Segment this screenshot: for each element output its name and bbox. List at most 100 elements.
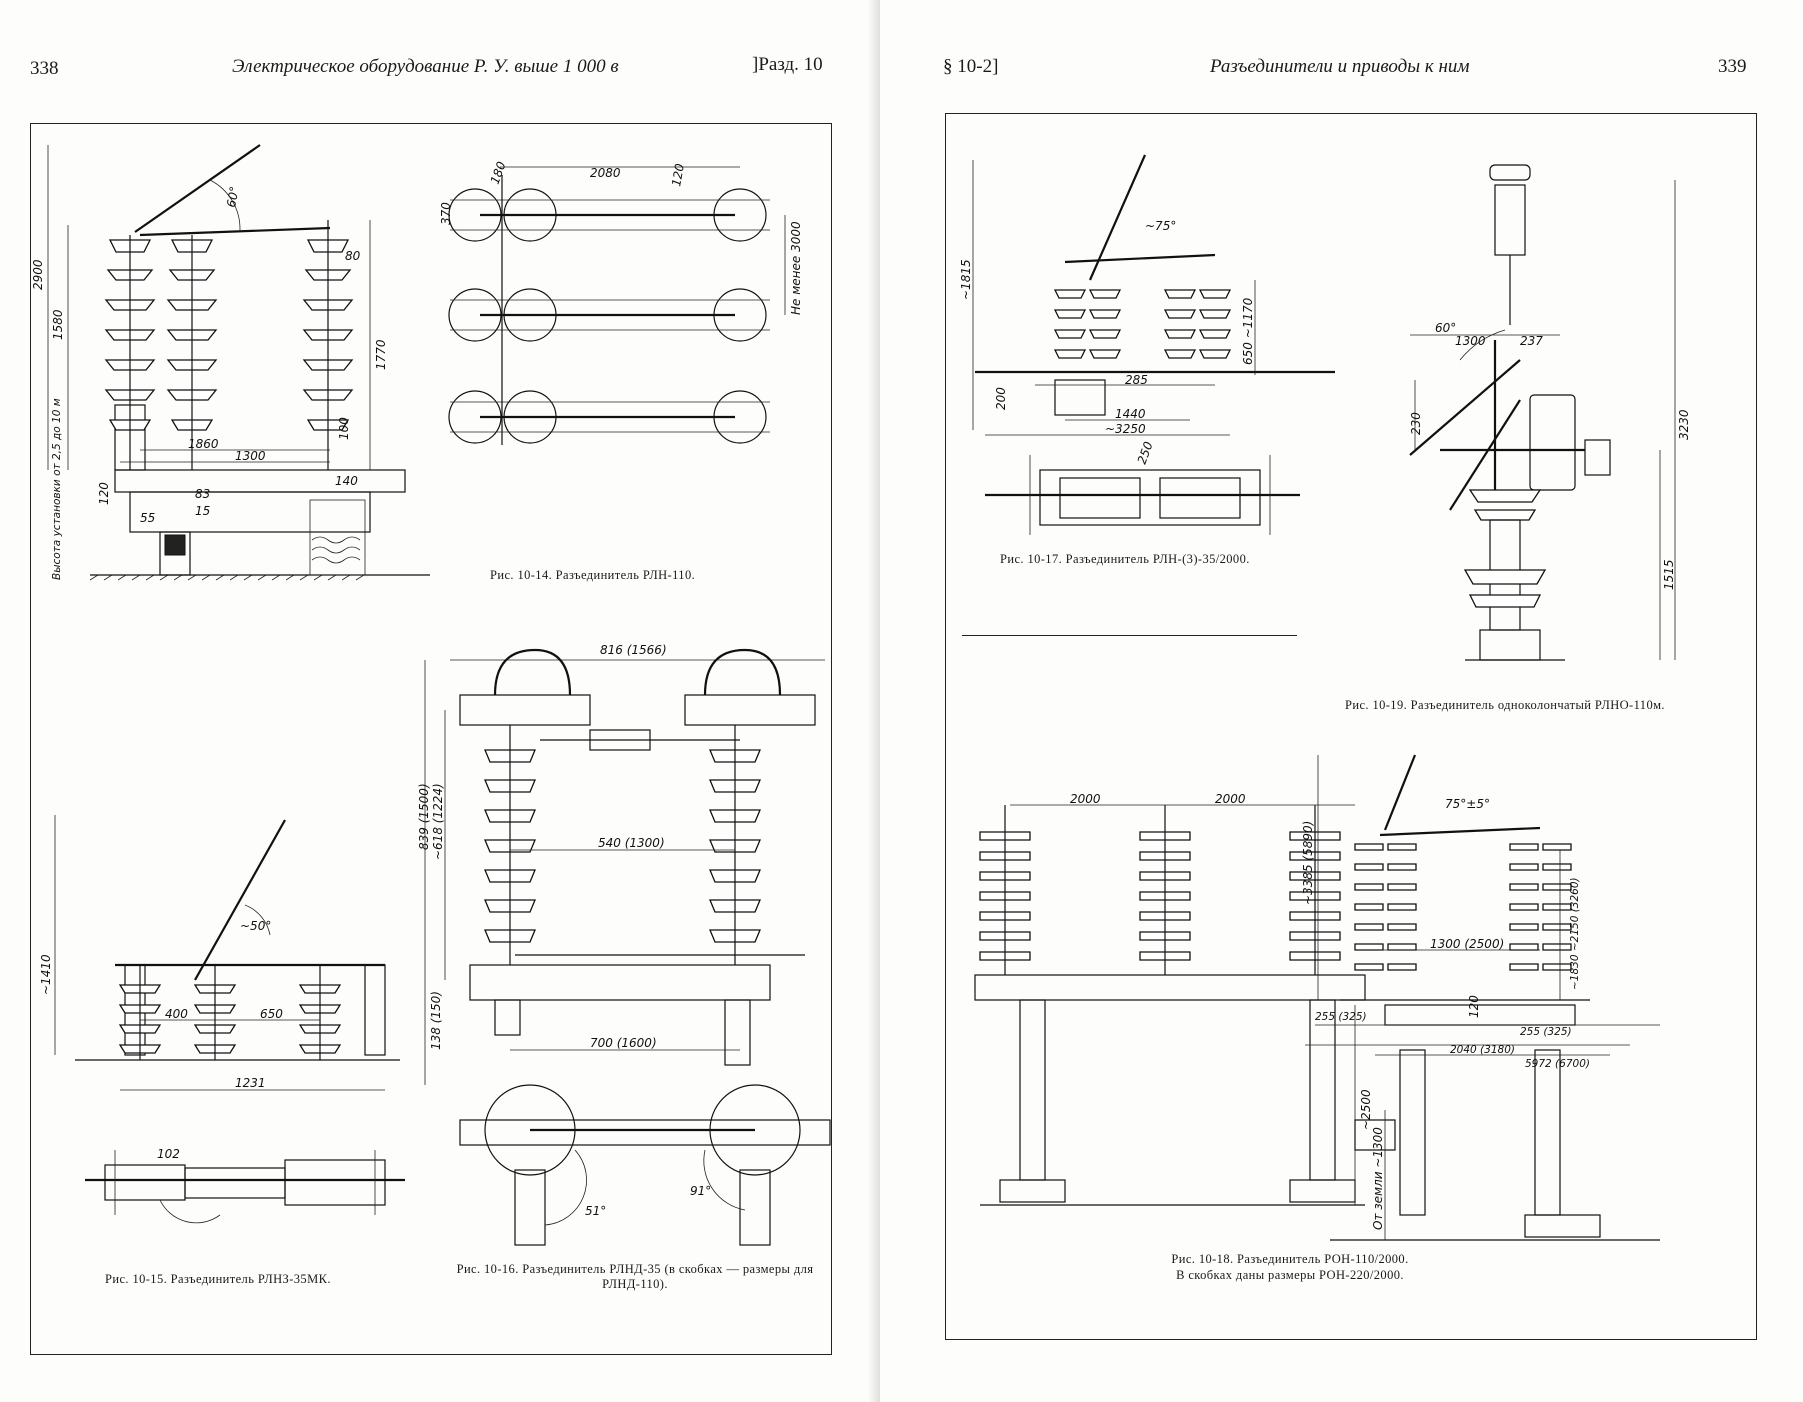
open-blade — [1088, 154, 1147, 281]
dim-237-label: 237 — [1520, 334, 1543, 348]
insulator-stack-3 — [298, 965, 342, 1060]
insulator-column-1 — [484, 725, 536, 965]
dim-120b-label: 120 — [669, 162, 687, 187]
dim-1410-label: ~1410 — [39, 954, 53, 995]
insulator-stack-2 — [166, 235, 218, 470]
insulator-pair-2 — [1509, 843, 1572, 971]
height-note-label: Высота установки от 2,5 до 10 м — [51, 398, 63, 580]
fig-10-16-side-view: 816 (1566) 839 (1500) ~618 (1224) 540 (1… — [417, 640, 825, 1095]
dim-200-label: 200 — [994, 387, 1008, 410]
dim-816-label: 816 (1566) — [600, 643, 667, 657]
min-distance-label: Не менее 3000 — [789, 221, 803, 315]
dim-100-label: 100 — [337, 417, 351, 440]
dim-51-label: 51° — [585, 1204, 606, 1218]
dim-60-label: 60° — [224, 185, 241, 208]
fig-10-18-caption-line-2: В скобках даны размеры РОН-220/2000. — [1176, 1268, 1404, 1282]
dim-2000a-label: 2000 — [1070, 792, 1101, 806]
dim-180-label: 180 — [488, 159, 509, 186]
dim-1440-label: 1440 — [1115, 407, 1146, 421]
dim-1300-label: 1300 — [235, 449, 266, 463]
insulator-stack-2 — [1163, 289, 1232, 359]
dim-650-label: 650 — [260, 1007, 283, 1021]
dim-120-label: 120 — [1467, 995, 1481, 1018]
pole-1 — [979, 805, 1031, 975]
dim-60-label: 60° — [1435, 321, 1456, 335]
dim-1860-label: 1860 — [188, 437, 219, 451]
insulator-column — [1463, 489, 1547, 661]
insulator-stack-2 — [193, 965, 237, 1060]
dim-140-label: 140 — [335, 474, 358, 488]
dim-15-label: 15 — [195, 504, 210, 518]
dim-1580-label: 1580 — [51, 309, 65, 340]
dim-75-label: ~75° — [1145, 219, 1176, 233]
dim-83-label: 83 — [195, 487, 210, 501]
dim-1830-label: ~1830 ~2150 (3260) — [1569, 877, 1581, 990]
right-running-title: Разъединители и приводы к ним — [1210, 56, 1470, 77]
insulator-pair-1 — [1354, 843, 1417, 971]
dim-650-label: 650 ~1170 — [1241, 297, 1255, 365]
left-section-label: ]Разд. 10 — [752, 54, 823, 75]
pole-3 — [1289, 805, 1341, 975]
dim-255b-label: 255 (325) — [1520, 1026, 1572, 1038]
dim-618-label: ~618 (1224) — [431, 783, 445, 860]
dim-3385-label: ~3385 (5890) — [1301, 821, 1315, 905]
dim-1515-label: 1515 — [1662, 559, 1676, 590]
dim-3230-label: 3230 — [1677, 409, 1691, 440]
dim-370-label: 370 — [439, 202, 453, 225]
dim-2900-label: 2900 — [31, 259, 45, 290]
dim-50-label: ~50° — [240, 919, 271, 933]
insulator-stack-1 — [118, 965, 162, 1060]
contact-blade — [139, 226, 331, 237]
dim-285-label: 285 — [1125, 373, 1148, 387]
dim-55-label: 55 — [140, 511, 155, 525]
open-blade — [134, 144, 261, 233]
right-page: § 10-2] Разъединители и приводы к ним 33… — [880, 0, 1803, 1402]
fig-10-19-caption: Рис. 10-19. Разъединитель одноколончатый… — [1345, 698, 1665, 712]
fig-10-19-view: 60° 1300 237 230 3230 1515 — [1370, 150, 1700, 685]
dim-5972-label: 5972 (6700) — [1525, 1058, 1590, 1070]
dim-1300-label: 1300 — [1455, 334, 1486, 348]
plan-pole-row-2 — [448, 288, 770, 342]
fig-10-14-side-view: 60° 2900 1580 80 1770 100 1860 1300 140 … — [31, 140, 440, 595]
dim-75-label: 75°±5° — [1445, 797, 1490, 811]
dim-138-label: 138 (150) — [429, 991, 443, 1050]
left-running-title: Электрическое оборудование Р. У. выше 1 … — [232, 56, 619, 77]
dim-1300-label: 1300 (2500) — [1430, 937, 1504, 951]
dim-3250-label: ~3250 — [1105, 422, 1146, 436]
insulator-stack-3 — [302, 220, 354, 470]
open-blade — [194, 819, 286, 981]
dim-1770-label: 1770 — [374, 339, 388, 370]
left-page-number: 338 — [30, 58, 59, 79]
fig-10-15-side-view: ~1410 ~50° 400 650 1231 — [39, 815, 425, 1110]
fig-10-17-plan-view: 250 — [980, 439, 1310, 545]
open-blade — [1383, 754, 1417, 831]
fig-10-14-caption: Рис. 10-14. Разъединитель РЛН-110. — [490, 568, 696, 582]
fig-10-14-plan-view: 2080 370 180 120 Не менее 3000 — [439, 155, 810, 460]
fig-10-16-caption: Рис. 10-16. Разъединитель РЛНД-35 (в ско… — [456, 1262, 814, 1291]
dim-91-label: 91° — [690, 1184, 711, 1198]
dim-102-label: 102 — [157, 1147, 180, 1161]
dim-700-label: 700 (1600) — [590, 1036, 657, 1050]
separator-rule — [962, 635, 1297, 636]
dim-1231-label: 1231 — [235, 1076, 266, 1090]
dim-839-label: 839 (1500) — [417, 783, 431, 850]
dim-255-label: 255 (325) — [1315, 1011, 1367, 1023]
fig-10-17-caption: Рис. 10-17. Разъединитель РЛН-(3)-35/200… — [1000, 552, 1250, 566]
dim-2040-label: 2040 (3180) — [1450, 1044, 1515, 1056]
fig-10-15-plan-view: 102 — [65, 1140, 425, 1235]
insulator-stack-1 — [104, 235, 156, 471]
ground-height-label: От земли ~1300 — [1371, 1127, 1385, 1230]
dim-2000b-label: 2000 — [1215, 792, 1246, 806]
fig-10-16-plan-view: 51° 91° — [455, 1075, 835, 1260]
right-figure-frame — [945, 113, 1757, 1340]
dim-2080-label: 2080 — [590, 166, 621, 180]
dim-230-label: 230 — [1409, 412, 1423, 435]
right-page-number: 339 — [1718, 56, 1747, 77]
fig-10-18-side-view: ~3385 (5890) 75°±5° 1300 (2500) ~1830 ~2… — [1300, 750, 1700, 1255]
fig-10-15-caption: Рис. 10-15. Разъединитель РЛНЗ-35МК. — [105, 1272, 331, 1286]
insulator-column-2 — [709, 725, 761, 965]
dim-80-label: 80 — [345, 249, 361, 263]
pole-2 — [1139, 805, 1191, 975]
fig-10-17-side-view: ~75° ~1815 650 ~1170 285 200 1440 ~3250 — [959, 150, 1365, 445]
plan-pole-row-1 — [448, 188, 770, 242]
